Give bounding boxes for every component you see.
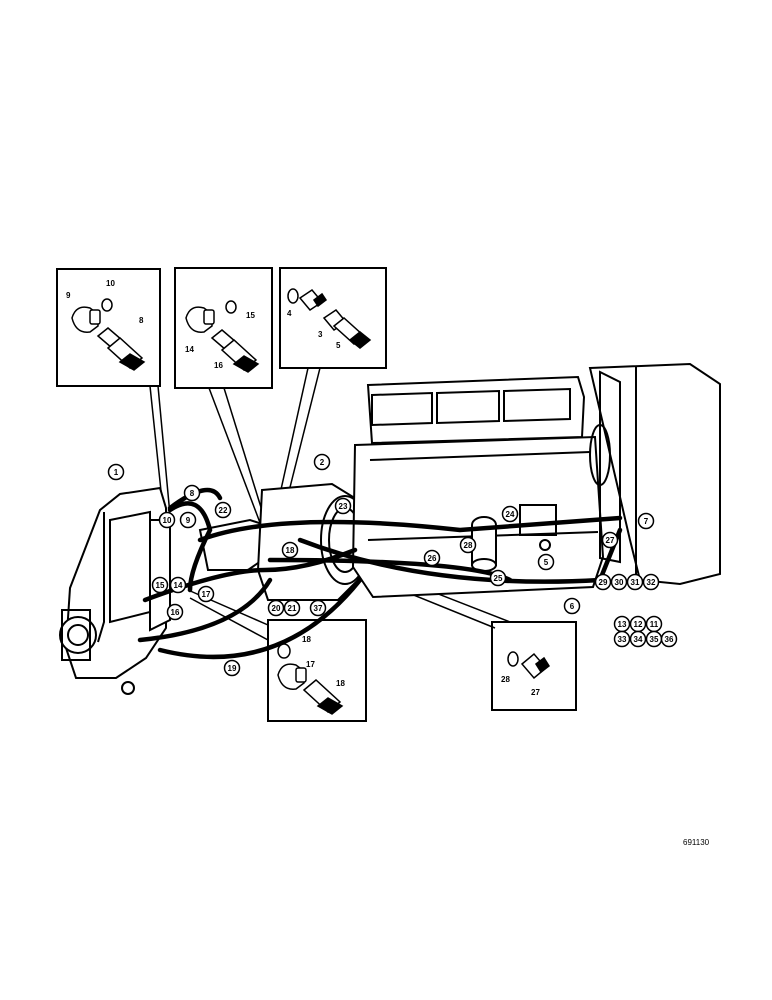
callout-label: 33 xyxy=(618,635,627,644)
callout-22: 22 xyxy=(214,501,232,519)
inset-a-label: 9 xyxy=(66,291,71,300)
inset-c-label: 4 xyxy=(287,309,292,318)
callout-12: 12 xyxy=(629,615,647,633)
callout-31: 31 xyxy=(626,573,644,591)
callout-19: 19 xyxy=(223,659,241,677)
callout-label: 23 xyxy=(339,502,348,511)
callout-28: 28 xyxy=(459,536,477,554)
callout-label: 5 xyxy=(544,558,549,567)
inset-b-label: 14 xyxy=(185,345,194,354)
callout-36: 36 xyxy=(660,630,678,648)
callout-label: 29 xyxy=(599,578,608,587)
callout-label: 9 xyxy=(186,516,191,525)
inset-box-c xyxy=(279,267,387,369)
callout-label: 2 xyxy=(320,458,325,467)
inset-a-label: 8 xyxy=(139,316,144,325)
callout-label: 36 xyxy=(665,635,674,644)
callout-15: 15 xyxy=(151,576,169,594)
callout-18: 18 xyxy=(281,541,299,559)
callout-label: 35 xyxy=(650,635,659,644)
callout-6: 6 xyxy=(563,597,581,615)
callout-25: 25 xyxy=(489,569,507,587)
inset-b-fittings xyxy=(185,300,260,373)
callout-label: 24 xyxy=(506,510,515,519)
radiator xyxy=(588,362,721,586)
callout-1: 1 xyxy=(107,463,125,481)
inset-e-label: 27 xyxy=(531,688,540,697)
inset-d-fittings xyxy=(277,643,344,715)
callout-label: 1 xyxy=(114,468,119,477)
callout-label: 25 xyxy=(494,574,503,583)
callout-32: 32 xyxy=(642,573,660,591)
callout-37: 37 xyxy=(309,599,327,617)
callout-label: 20 xyxy=(272,604,281,613)
inset-d-label: 17 xyxy=(306,660,315,669)
inset-box-a xyxy=(56,268,161,387)
inset-d-label: 18 xyxy=(302,635,311,644)
callout-label: 31 xyxy=(631,578,640,587)
inset-box-e xyxy=(491,621,577,711)
inset-a-label: 10 xyxy=(106,279,115,288)
callout-label: 28 xyxy=(464,541,473,550)
callout-10: 10 xyxy=(158,511,176,529)
callout-label: 19 xyxy=(228,664,237,673)
callout-11: 11 xyxy=(645,615,663,633)
callout-13: 13 xyxy=(613,615,631,633)
callout-8: 8 xyxy=(183,484,201,502)
callout-label: 21 xyxy=(288,604,297,613)
callout-label: 11 xyxy=(650,620,659,629)
callout-label: 12 xyxy=(634,620,643,629)
inset-box-b xyxy=(174,267,273,389)
callout-5: 5 xyxy=(537,553,555,571)
callout-label: 14 xyxy=(174,581,183,590)
callout-26: 26 xyxy=(423,549,441,567)
callout-27: 27 xyxy=(601,531,619,549)
inset-c-label: 5 xyxy=(336,341,341,350)
callout-2: 2 xyxy=(313,453,331,471)
callout-label: 6 xyxy=(570,602,575,611)
callout-29: 29 xyxy=(594,573,612,591)
inset-c-label: 3 xyxy=(318,330,323,339)
callout-label: 27 xyxy=(606,536,615,545)
callout-23: 23 xyxy=(334,497,352,515)
inset-a-fittings xyxy=(71,298,146,371)
callout-label: 32 xyxy=(647,578,656,587)
inset-c-fittings xyxy=(287,288,372,349)
callout-33: 33 xyxy=(613,630,631,648)
callout-24: 24 xyxy=(501,505,519,523)
callout-label: 30 xyxy=(615,578,624,587)
callout-label: 8 xyxy=(190,489,195,498)
callout-label: 15 xyxy=(156,581,165,590)
callout-9: 9 xyxy=(179,511,197,529)
callout-7: 7 xyxy=(637,512,655,530)
callout-label: 10 xyxy=(163,516,172,525)
callout-21: 21 xyxy=(283,599,301,617)
callout-16: 16 xyxy=(166,603,184,621)
inset-b-label: 16 xyxy=(214,361,223,370)
callout-label: 13 xyxy=(618,620,627,629)
transmission-housing xyxy=(59,486,171,695)
callout-label: 37 xyxy=(314,604,323,613)
inset-e-fittings xyxy=(507,651,551,680)
callout-label: 17 xyxy=(202,590,211,599)
callout-14: 14 xyxy=(169,576,187,594)
callout-label: 26 xyxy=(428,554,437,563)
callout-label: 22 xyxy=(219,506,228,515)
callout-34: 34 xyxy=(629,630,647,648)
callout-label: 34 xyxy=(634,635,643,644)
callout-17: 17 xyxy=(197,585,215,603)
inset-e-label: 28 xyxy=(501,675,510,684)
callout-35: 35 xyxy=(645,630,663,648)
callout-label: 7 xyxy=(644,517,649,526)
callout-20: 20 xyxy=(267,599,285,617)
inset-b-label: 15 xyxy=(246,311,255,320)
callout-label: 16 xyxy=(171,608,180,617)
inset-d-label: 18 xyxy=(336,679,345,688)
figure-id: 691130 xyxy=(683,838,710,847)
callout-label: 18 xyxy=(286,546,295,555)
callout-30: 30 xyxy=(610,573,628,591)
